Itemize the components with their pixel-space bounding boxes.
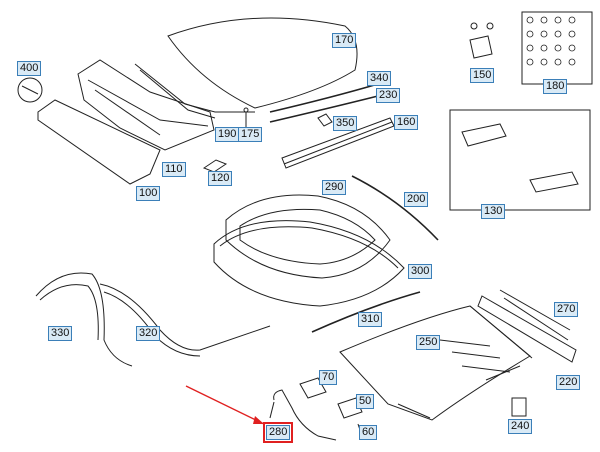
- part-label-270[interactable]: 270: [554, 302, 579, 317]
- part-label-130[interactable]: 130: [481, 204, 506, 219]
- glass-seal: [213, 220, 405, 307]
- roof-panel: [167, 17, 358, 109]
- part-label-120[interactable]: 120: [208, 171, 233, 186]
- part-label-220[interactable]: 220: [556, 375, 581, 390]
- part-label-170[interactable]: 170: [332, 33, 357, 48]
- part-label-250[interactable]: 250: [416, 335, 441, 350]
- part-label-60[interactable]: 60: [359, 425, 378, 440]
- highlight-arrow: [185, 385, 265, 425]
- part-label-290[interactable]: 290: [322, 180, 347, 195]
- part-label-310[interactable]: 310: [358, 312, 383, 327]
- part-label-110[interactable]: 110: [162, 162, 186, 177]
- part-label-190[interactable]: 190: [215, 127, 240, 142]
- part-label-240[interactable]: 240: [508, 419, 533, 434]
- part-label-300[interactable]: 300: [408, 264, 433, 279]
- part-label-70[interactable]: 70: [319, 370, 338, 385]
- glass-frame-inner: [225, 194, 391, 279]
- part-label-320[interactable]: 320: [136, 326, 161, 341]
- part-label-400[interactable]: 400: [17, 61, 42, 76]
- part-label-175[interactable]: 175: [238, 127, 263, 142]
- part-label-50[interactable]: 50: [356, 394, 375, 409]
- part-label-100[interactable]: 100: [136, 186, 161, 201]
- part-label-340[interactable]: 340: [367, 71, 392, 86]
- part-label-280-selected[interactable]: 280: [262, 422, 294, 443]
- cover-panel: [37, 99, 161, 185]
- side-rail: [477, 295, 577, 363]
- cable-280: [273, 389, 337, 441]
- part-label-200[interactable]: 200: [404, 192, 429, 207]
- part-label-150[interactable]: 150: [470, 68, 495, 83]
- rear-frame: [77, 59, 215, 151]
- part-label-330[interactable]: 330: [48, 326, 73, 341]
- part-label-160[interactable]: 160: [394, 115, 419, 130]
- part-label-180[interactable]: 180: [543, 79, 568, 94]
- part-label-230[interactable]: 230: [376, 88, 401, 103]
- part-label-350[interactable]: 350: [333, 116, 358, 131]
